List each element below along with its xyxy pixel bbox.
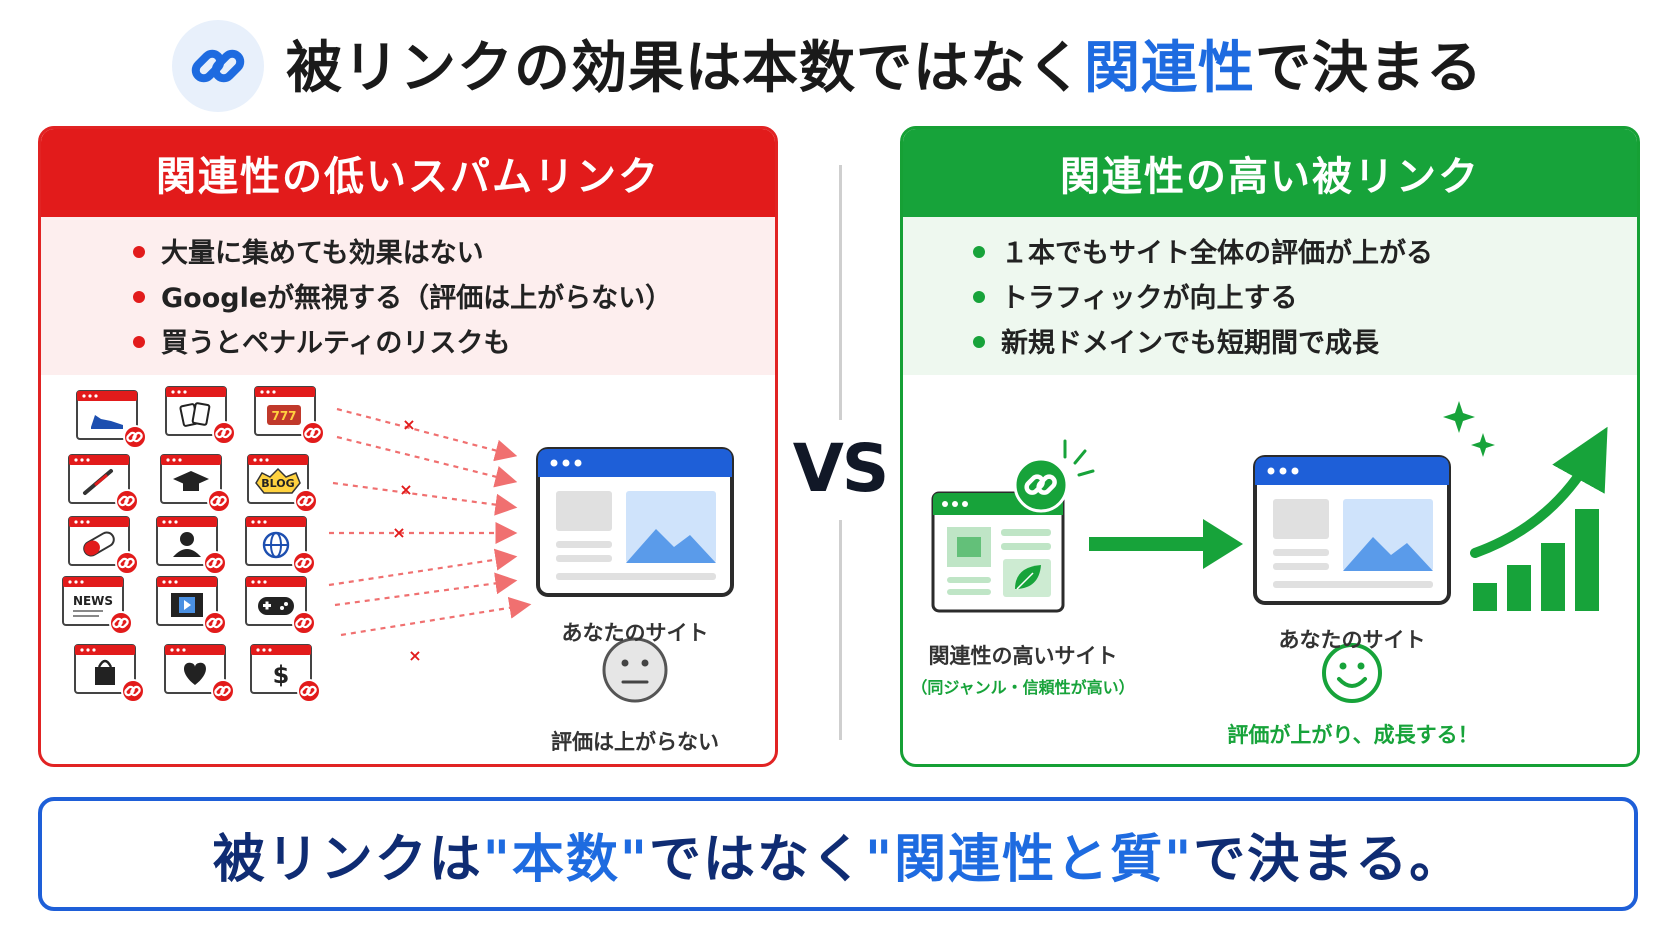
relevant-site-window: [931, 491, 1065, 613]
bullet-item: 大量に集めても効果はない: [133, 231, 775, 276]
svg-text:$: $: [273, 661, 290, 689]
your-site-window: [1253, 455, 1451, 605]
syringe-site-tile: [67, 453, 140, 514]
high-relevance-bullets: １本でもサイト全体の評価が上がる トラフィックが向上する 新規ドメインでも短期間…: [903, 217, 1637, 375]
low-relevance-panel: 関連性の低いスパムリンク 大量に集めても効果はない Googleが無視する（評価…: [38, 126, 778, 767]
svg-text:×: ×: [392, 523, 405, 542]
heart-site-tile: [163, 643, 236, 704]
globe-site-tile: [244, 515, 317, 576]
svg-text:×: ×: [408, 646, 421, 665]
bullet-item: Googleが無視する（評価は上がらない）: [133, 276, 775, 321]
growth-arrow: [1470, 426, 1608, 558]
source-site-caption: 関連性の高いサイト: [928, 644, 1118, 668]
bullet-item: トラフィックが向上する: [973, 276, 1637, 321]
right-site-caption: あなたのサイト: [1278, 628, 1426, 652]
person-site-tile: [155, 515, 228, 576]
bullet-item: 新規ドメインでも短期間で成長: [973, 321, 1637, 366]
left-site-caption: あなたのサイト: [561, 621, 709, 645]
svg-text:777: 777: [271, 409, 296, 423]
neutral-face-icon: [602, 637, 668, 703]
svg-text:×: ×: [399, 480, 412, 499]
video-site-tile: [155, 575, 228, 636]
quality-link-illustration: [931, 401, 1608, 703]
growth-bars: [1473, 509, 1599, 611]
spam-link-illustration: 777 BLOG NEWS $ × × × ×: [61, 385, 734, 704]
burst-lines: [1063, 439, 1095, 477]
news-site-tile: NEWS: [61, 575, 134, 636]
low-relevance-bullets: 大量に集めても効果はない Googleが無視する（評価は上がらない） 買うとペナ…: [41, 217, 775, 375]
dollar-site-tile: $: [249, 643, 322, 704]
graduation-site-tile: [159, 453, 232, 514]
vs-label: VS: [792, 430, 890, 507]
low-relevance-heading: 関連性の低いスパムリンク: [41, 129, 775, 217]
source-site-subcaption: （同ジャンル・信頼性が高い）: [911, 678, 1135, 697]
spam-arrows: [328, 407, 532, 637]
shoe-site-tile: [75, 389, 148, 450]
bullet-item: １本でもサイト全体の評価が上がる: [973, 231, 1637, 276]
divider-line: [839, 520, 842, 740]
right-result-caption: 評価が上がり、成長する！: [1227, 723, 1479, 747]
conclusion-text: 被リンクは"本数"ではなく"関連性と質"で決まる。: [212, 829, 1464, 890]
gamepad-site-tile: [244, 575, 317, 636]
page-title: 被リンクの効果は本数ではなく関連性で決まる: [286, 36, 1483, 101]
your-site-window: [536, 447, 734, 597]
svg-text:BLOG: BLOG: [261, 477, 294, 490]
shopping-bag-site-tile: [73, 643, 146, 704]
header-link-icon-badge: [172, 20, 264, 112]
high-relevance-panel: 関連性の高い被リンク １本でもサイト全体の評価が上がる トラフィックが向上する …: [900, 126, 1640, 767]
divider-line: [839, 165, 842, 420]
link-badge-icon: [1013, 457, 1069, 513]
blog-site-tile: BLOG: [246, 453, 319, 514]
blocked-marks: × × × ×: [392, 415, 421, 665]
svg-text:NEWS: NEWS: [73, 594, 113, 608]
slot-site-tile: 777: [253, 385, 326, 446]
svg-text:×: ×: [402, 415, 415, 434]
link-icon: [191, 49, 245, 83]
pill-site-tile: [67, 515, 140, 576]
left-result-caption: 評価は上がらない: [551, 730, 719, 754]
bullet-item: 買うとペナルティのリスクも: [133, 321, 775, 366]
smiley-face-icon: [1322, 643, 1382, 703]
green-arrow: [1089, 519, 1243, 569]
sparkle-icon: [1443, 401, 1495, 457]
cards-site-tile: [164, 385, 237, 446]
conclusion-banner: 被リンクは"本数"ではなく"関連性と質"で決まる。: [38, 797, 1638, 911]
high-relevance-heading: 関連性の高い被リンク: [903, 129, 1637, 217]
